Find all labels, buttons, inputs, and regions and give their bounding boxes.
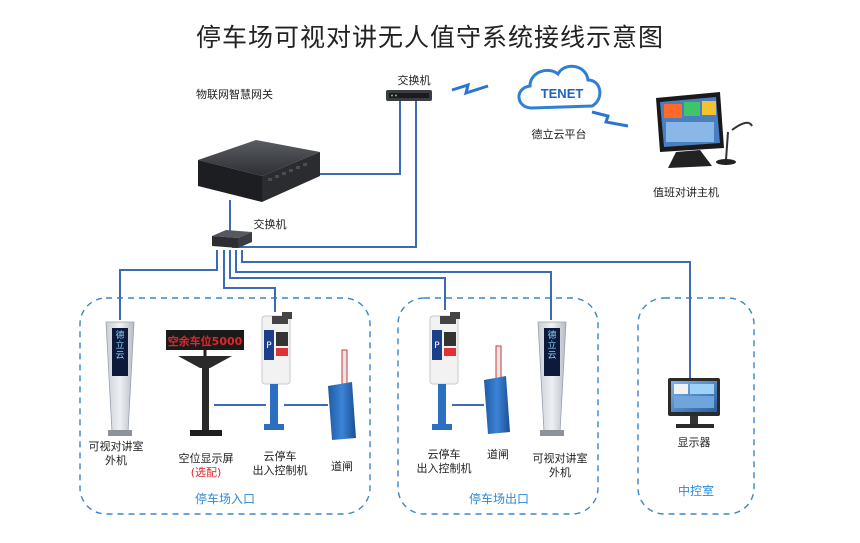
line-switch-switch <box>232 101 417 248</box>
line-intercom-entry <box>119 250 218 320</box>
zone-entry-label: 停车场入口 <box>194 492 255 506</box>
entry-control-label-1: 云停车 <box>263 450 297 463</box>
switch-top-label: 交换机 <box>397 74 431 87</box>
line-ctrl-exit <box>229 250 446 310</box>
cloud-platform-label: 德立云平台 <box>531 128 587 141</box>
line-gateway-switch <box>300 101 401 175</box>
zone-exit-border <box>397 297 599 515</box>
host-label: 值班对讲主机 <box>653 186 719 199</box>
switch-mid-device <box>212 230 252 248</box>
intercom-panel-exit <box>537 321 567 436</box>
host-intercom-device <box>656 92 753 168</box>
wireless-signal-left <box>451 82 489 96</box>
parking-display-label-1: 空位显示屏 <box>178 452 234 465</box>
entry-control-label-2: 出入控制机 <box>252 464 308 477</box>
pc-monitor <box>668 378 720 428</box>
intercom-entry-screen-text: 德立云 <box>115 331 125 361</box>
exit-control-label-1: 云停车 <box>427 448 461 461</box>
barrier-gate-exit <box>484 345 510 434</box>
intercom-exit-label-2: 外机 <box>549 466 571 479</box>
cloud-icon <box>517 64 602 110</box>
zone-exit-label: 停车场出口 <box>468 492 529 506</box>
exit-gate-label: 道闸 <box>487 448 509 461</box>
zone-control-border <box>637 297 755 515</box>
barrier-gate-entry <box>328 349 356 440</box>
intercom-exit-screen-text: 德立云 <box>547 331 557 361</box>
line-ctrl-entry <box>223 250 276 312</box>
switch-mid-label: 交换机 <box>253 218 287 231</box>
intercom-panel-entry <box>105 321 135 436</box>
line-monitor <box>241 250 691 378</box>
parking-space-display <box>166 330 244 436</box>
switch-top-device <box>386 90 432 101</box>
led-free-space-text: 空余车位5000 <box>167 335 243 348</box>
svg-text:P: P <box>434 341 440 351</box>
intercom-entry-label-1: 可视对讲室 <box>88 440 144 453</box>
control-machine-exit: P <box>429 312 460 430</box>
connection-lines <box>119 101 691 406</box>
gateway-device <box>198 140 320 202</box>
parking-display-label-2: (选配) <box>190 466 222 479</box>
intercom-entry-label-2: 外机 <box>105 454 127 467</box>
exit-control-label-2: 出入控制机 <box>416 462 472 475</box>
line-intercom-exit <box>235 250 552 320</box>
control-machine-entry: P <box>261 312 292 430</box>
zone-control-label: 中控室 <box>677 484 714 498</box>
cloud-brand-text: TENET <box>540 86 584 101</box>
gateway-label: 物联网智慧网关 <box>196 88 273 101</box>
monitor-label: 显示器 <box>677 436 711 449</box>
diagram-title: 停车场可视对讲无人值守系统接线示意图 <box>195 23 664 52</box>
intercom-exit-label-1: 可视对讲室 <box>532 452 588 465</box>
svg-text:P: P <box>266 341 272 351</box>
wireless-signal-right <box>591 110 629 128</box>
entry-gate-label: 道闸 <box>331 460 353 473</box>
